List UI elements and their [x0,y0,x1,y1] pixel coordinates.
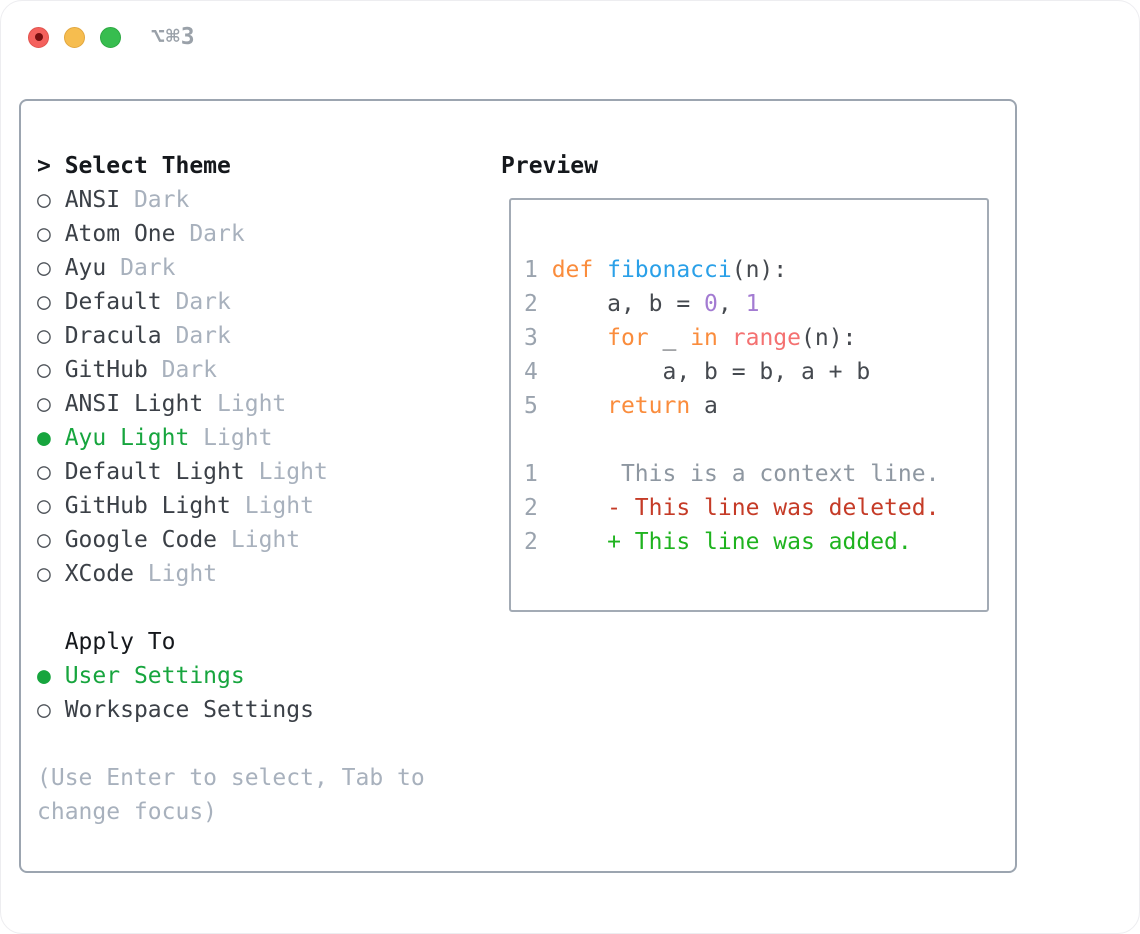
traffic-lights [28,26,121,48]
code-line-2: 2 a, b = 0, 1 [524,291,760,317]
code-preview: 1 def fibonacci(n): 2 a, b = 0, 1 3 for _ … [511,200,987,559]
radio-unselected-icon: ○ [37,323,65,349]
radio-unselected-icon: ○ [37,357,65,383]
spacer [37,591,425,625]
titlebar: ⌥⌘3 [1,1,1139,73]
theme-option-dracula-dark[interactable]: ○ Dracula Dark [37,323,231,349]
spacer [37,727,425,761]
radio-selected-icon: ● [37,425,65,451]
radio-unselected-icon: ○ [37,187,65,213]
radio-unselected-icon: ○ [37,493,65,519]
theme-option-atom-one-dark[interactable]: ○ Atom One Dark [37,221,245,247]
hint-line-2: change focus) [37,799,218,825]
radio-unselected-icon: ○ [37,561,65,587]
radio-unselected-icon: ○ [37,391,65,417]
radio-unselected-icon: ○ [37,527,65,553]
theme-option-ansi-dark[interactable]: ○ ANSI Dark [37,187,190,213]
radio-unselected-icon: ○ [37,459,65,485]
theme-option-xcode[interactable]: ○ XCode Light [37,561,218,587]
theme-option-google-code[interactable]: ○ Google Code Light [37,527,301,553]
code-line-1: 1 def fibonacci(n): [524,257,788,283]
hint-line-1: (Use Enter to select, Tab to [37,765,425,791]
window-title: ⌥⌘3 [151,24,196,50]
theme-option-default-light[interactable]: ○ Default Light Light [37,459,328,485]
radio-selected-icon: ● [37,663,65,689]
radio-unselected-icon: ○ [37,697,65,723]
code-line-5: 5 return a [524,393,718,419]
radio-unselected-icon: ○ [37,289,65,315]
apply-to-header: Apply To [64,629,176,655]
unsaved-dot-icon [34,33,43,41]
maximize-button[interactable] [100,26,121,48]
apply-option-workspace-settings[interactable]: ○ Workspace Settings [37,697,314,723]
preview-heading: Preview [501,153,598,179]
theme-picker-panel: > Select Theme ○ ANSI Dark ○ Atom One Dark… [19,99,1017,873]
preview-box: 1 def fibonacci(n): 2 a, b = 0, 1 3 for _ … [509,198,989,612]
code-line-3: 3 for _ in range(n): [524,325,857,351]
diff-context-line: 1 This is a context line. [524,461,940,487]
theme-option-ayu-light[interactable]: ● Ayu Light Light [37,425,273,451]
code-blank-line [524,423,987,457]
theme-list: > Select Theme ○ ANSI Dark ○ Atom One Dark… [37,149,425,829]
radio-unselected-icon: ○ [37,255,65,281]
apply-option-user-settings[interactable]: ● User Settings [37,663,245,689]
theme-option-default-dark[interactable]: ○ Default Dark [37,289,231,315]
theme-option-ansi-light[interactable]: ○ ANSI Light Light [37,391,287,417]
minimize-button[interactable] [64,26,85,48]
theme-option-ayu-dark[interactable]: ○ Ayu Dark [37,255,176,281]
diff-deleted-line: 2 - This line was deleted. [524,495,940,521]
diff-added-line: 2 + This line was added. [524,529,912,555]
select-theme-header: > Select Theme [37,153,231,179]
theme-option-github-dark[interactable]: ○ GitHub Dark [37,357,218,383]
cursor-icon: > [37,153,65,179]
close-button[interactable] [28,26,49,48]
radio-unselected-icon: ○ [37,221,65,247]
theme-option-github-light[interactable]: ○ GitHub Light Light [37,493,314,519]
code-line-4: 4 a, b = b, a + b [524,359,871,385]
